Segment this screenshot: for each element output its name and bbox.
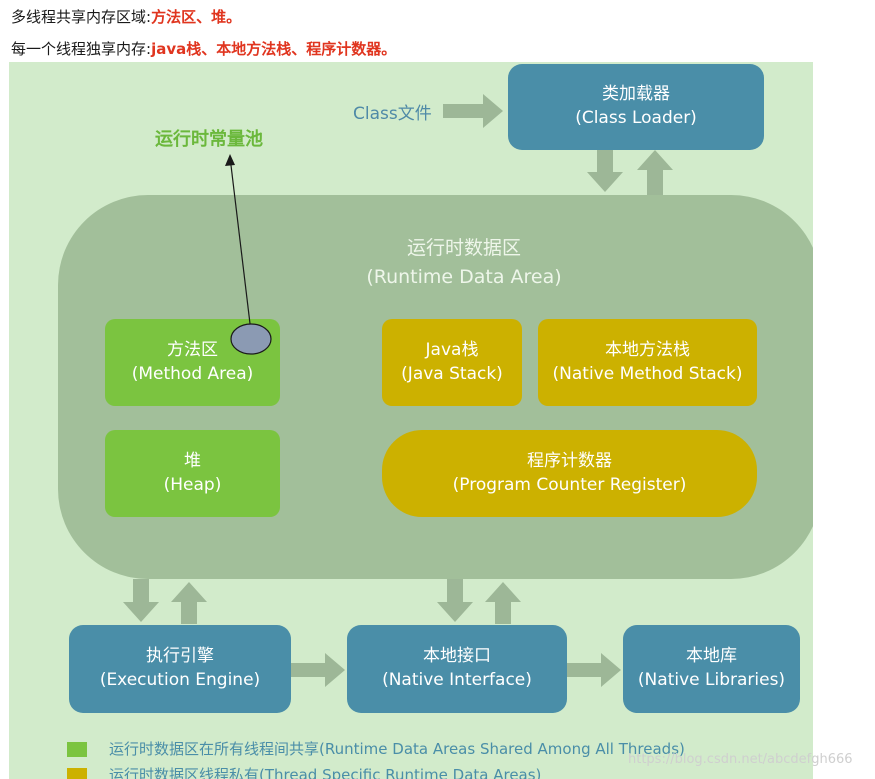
java-stack-cn: Java栈 <box>425 339 479 360</box>
legend-private: 运行时数据区线程私有(Thread Specific Runtime Data … <box>67 764 541 779</box>
loader-down-arrow <box>587 150 623 192</box>
native-method-stack-en: (Native Method Stack) <box>552 363 743 384</box>
legend-shared: 运行时数据区在所有线程间共享(Runtime Data Areas Shared… <box>67 738 685 759</box>
native-interface-en: (Native Interface) <box>382 670 532 690</box>
native-libraries-cn: 本地库 <box>686 646 737 667</box>
legend-private-swatch <box>67 768 87 779</box>
constant-pool-pointer-line <box>229 156 252 333</box>
runtime-data-area-title: 运行时数据区 (Runtime Data Area) <box>279 234 649 293</box>
class-loader-box: 类加载器 (Class Loader) <box>508 64 764 150</box>
runtime-data-area-cn: 运行时数据区 <box>406 237 521 259</box>
class-loader-cn: 类加载器 <box>602 84 670 105</box>
interface-up-arrow <box>485 582 521 624</box>
engine-to-interface-arrow <box>291 653 345 687</box>
shared-memory-prefix: 多线程共享内存区域: <box>11 8 152 26</box>
shared-memory-line: 多线程共享内存区域:方法区、堆。 <box>11 6 241 27</box>
interface-to-libraries-arrow <box>567 653 621 687</box>
class-file-arrow <box>443 94 503 128</box>
native-method-stack-cn: 本地方法栈 <box>605 339 690 360</box>
engine-up-arrow <box>171 582 207 624</box>
constant-pool-pointer-layer <box>225 154 272 355</box>
execution-engine-cn: 执行引擎 <box>146 646 214 667</box>
java-stack-box: Java栈 (Java Stack) <box>382 319 522 406</box>
native-libraries-en: (Native Libraries) <box>637 670 786 690</box>
class-loader-en: (Class Loader) <box>575 108 697 128</box>
method-area-cn: 方法区 <box>167 339 218 360</box>
method-area-en: (Method Area) <box>131 363 254 384</box>
watermark: https://blog.csdn.net/abcdefgh666 <box>628 752 853 767</box>
heap-en: (Heap) <box>163 474 222 495</box>
private-memory-line: 每一个线程独享内存:java栈、本地方法栈、程序计数器。 <box>11 38 396 59</box>
class-file-label: Class文件 <box>353 104 432 124</box>
java-stack-en: (Java Stack) <box>401 363 503 384</box>
legend-private-label: 运行时数据区线程私有(Thread Specific Runtime Data … <box>109 766 542 779</box>
interface-down-arrow <box>437 579 473 622</box>
engine-down-arrow <box>123 579 159 622</box>
shared-memory-highlight: 方法区、堆。 <box>151 8 242 26</box>
program-counter-cn: 程序计数器 <box>527 450 612 471</box>
runtime-data-area-en: (Runtime Data Area) <box>366 266 562 289</box>
arrows-layer <box>123 94 673 687</box>
private-memory-highlight: java栈、本地方法栈、程序计数器。 <box>151 40 397 58</box>
native-method-stack-box: 本地方法栈 (Native Method Stack) <box>538 319 757 406</box>
execution-engine-en: (Execution Engine) <box>99 670 261 690</box>
execution-engine-box: 执行引擎 (Execution Engine) <box>69 625 291 713</box>
constant-pool-label: 运行时常量池 <box>155 129 263 150</box>
jvm-architecture-diagram: 运行时数据区 (Runtime Data Area) Class文件 类加载器 … <box>9 62 813 779</box>
heap-cn: 堆 <box>184 450 201 471</box>
constant-pool-ellipse <box>230 323 272 355</box>
program-counter-en: (Program Counter Register) <box>452 474 687 495</box>
heap-box: 堆 (Heap) <box>105 430 280 517</box>
native-libraries-box: 本地库 (Native Libraries) <box>623 625 800 713</box>
native-interface-cn: 本地接口 <box>423 646 491 667</box>
legend-shared-swatch <box>67 742 87 757</box>
loader-up-arrow <box>637 150 673 195</box>
constant-pool-pointer-arrowhead <box>225 154 235 166</box>
private-memory-prefix: 每一个线程独享内存: <box>11 40 152 58</box>
program-counter-box: 程序计数器 (Program Counter Register) <box>382 430 757 517</box>
legend-shared-label: 运行时数据区在所有线程间共享(Runtime Data Areas Shared… <box>109 740 685 758</box>
native-interface-box: 本地接口 (Native Interface) <box>347 625 567 713</box>
